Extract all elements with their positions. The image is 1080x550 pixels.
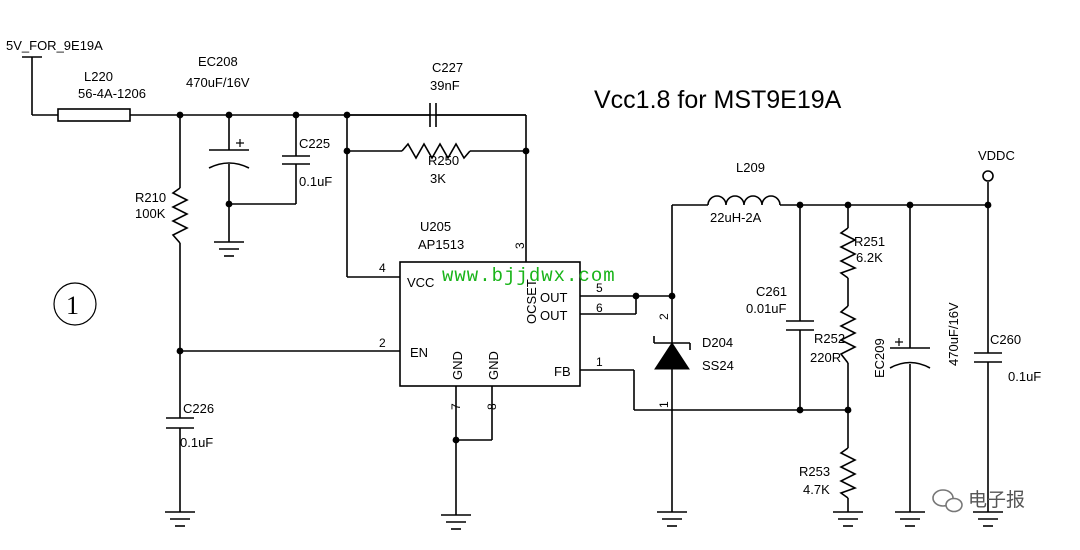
l220-ferrite-symbol	[57, 108, 131, 122]
c227-value: 39nF	[430, 78, 460, 93]
ground-symbol-d204	[657, 511, 687, 527]
l220-ref: L220	[84, 69, 113, 84]
junction-dots-left	[176, 111, 530, 355]
pin-gnd2-name: GND	[486, 351, 501, 380]
ec209-ref: EC209	[872, 338, 887, 378]
diagram-title: Vcc1.8 for MST9E19A	[594, 86, 842, 114]
d204-anode-pin: 1	[657, 401, 671, 408]
r252-ref: R252	[814, 331, 845, 346]
r251-resistor-symbol	[839, 227, 858, 279]
r250-value: 3K	[430, 171, 446, 186]
ic-ground-wires	[452, 386, 493, 515]
ec208-value: 470uF/16V	[186, 75, 250, 90]
l209-value: 22uH-2A	[710, 210, 762, 225]
brand-text: 电子报	[968, 489, 1025, 511]
c227-ref: C227	[432, 60, 463, 75]
ec209-value: 470uF/16V	[946, 302, 961, 366]
pin-en-number: 2	[379, 336, 386, 350]
r210-ref: R210	[135, 190, 166, 205]
r251-value: 6.2K	[856, 250, 883, 265]
input-net-label: 5V_FOR_9E19A	[6, 38, 103, 53]
pin-gnd1-name: GND	[450, 351, 465, 380]
input-net-port	[22, 56, 58, 116]
u205-ic-body	[399, 261, 581, 387]
u205-ref: U205	[420, 219, 451, 234]
ground-symbol-c226	[165, 511, 195, 527]
ec208-capacitor-symbol	[208, 139, 250, 169]
d204-value: SS24	[702, 358, 734, 373]
l209-ref: L209	[736, 160, 765, 175]
output-switch-node-wires	[580, 204, 848, 512]
d204-diode-symbol	[653, 336, 691, 370]
r250-resistor-symbol	[401, 142, 471, 160]
ground-symbol-ec208	[214, 241, 244, 257]
section-marker-number: 1	[66, 291, 79, 320]
r253-value: 4.7K	[803, 482, 830, 497]
c225-ref: C225	[299, 136, 330, 151]
c226-ref: C226	[183, 401, 214, 416]
c260-capacitor-symbol	[974, 352, 1002, 363]
r252-resistor-symbol	[839, 305, 857, 364]
ec208-ref: EC208	[198, 54, 238, 69]
l220-value: 56-4A-1206	[78, 86, 146, 101]
r252-value: 220R	[810, 350, 841, 365]
r253-resistor-symbol	[839, 447, 858, 499]
pin-vcc-number: 4	[379, 261, 386, 275]
r210-value: 100K	[135, 206, 166, 221]
c261-value: 0.01uF	[746, 301, 787, 316]
pin-en-name: EN	[410, 345, 428, 360]
d204-cathode-pin: 2	[657, 313, 671, 320]
r250-ref: R250	[428, 153, 459, 168]
c227-capacitor-symbol	[347, 103, 437, 127]
pin-ocset-number: 3	[513, 242, 527, 249]
l209-inductor-symbol	[707, 195, 781, 206]
r210-resistor-symbol	[171, 187, 189, 244]
c226-value: 0.1uF	[180, 435, 213, 450]
r253-ref: R253	[799, 464, 830, 479]
pin-out1-name: OUT	[540, 290, 568, 305]
pin-fb-name: FB	[554, 364, 571, 379]
ground-symbol-r253	[833, 511, 863, 527]
d204-ref: D204	[702, 335, 733, 350]
output-rail-wires	[780, 170, 994, 512]
c225-value: 0.1uF	[299, 174, 332, 189]
c226-capacitor-symbol	[166, 417, 194, 429]
pin-ocset-name: OCSET	[524, 279, 539, 324]
pin-out1-number: 5	[596, 281, 603, 295]
c225-capacitor-symbol	[282, 155, 310, 165]
pin-fb-number: 1	[596, 355, 603, 369]
ground-symbol-ec209	[895, 511, 925, 527]
c260-ref: C260	[990, 332, 1021, 347]
input-rail-wires	[130, 114, 527, 512]
c260-value: 0.1uF	[1008, 369, 1041, 384]
ground-symbol-ic	[441, 514, 471, 530]
pin-out2-name: OUT	[540, 308, 568, 323]
pin-out2-number: 6	[596, 301, 603, 315]
output-net-label: VDDC	[978, 148, 1015, 163]
ec209-capacitor-symbol	[889, 338, 931, 369]
section-marker-circle	[53, 282, 97, 326]
r251-ref: R251	[854, 234, 885, 249]
c261-capacitor-symbol	[786, 320, 814, 331]
wechat-icon	[932, 489, 963, 513]
u205-value: AP1513	[418, 237, 464, 252]
c261-ref: C261	[756, 284, 787, 299]
pin-vcc-name: VCC	[407, 275, 434, 290]
watermark-text: www.bjjdwx.com	[442, 265, 616, 287]
ground-symbol-c260	[973, 511, 1003, 527]
